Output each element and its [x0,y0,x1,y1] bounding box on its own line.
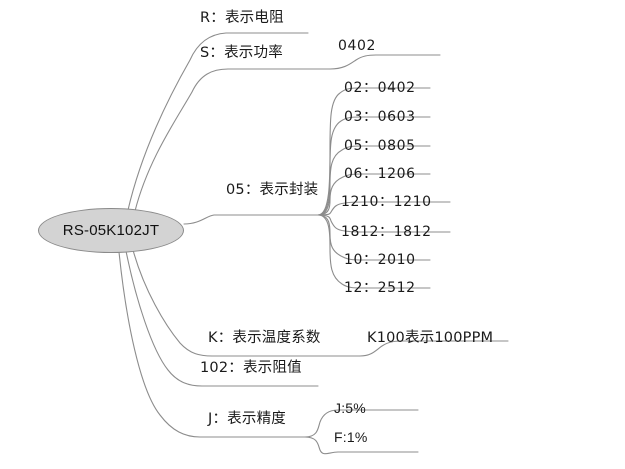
wire-package-to-12 [317,214,431,289]
wire-package-to-05 [317,145,431,216]
wire-package-to-1210 [317,201,451,216]
branch-label-tolerance[interactable]: J：表示精度 [208,411,286,427]
sub-label-tol-j[interactable]: J:5% [334,400,366,416]
sub-label-pkg-05[interactable]: 05：0805 [344,138,416,154]
branch-label-s[interactable]: S：表示功率 [200,45,283,61]
wire-root-to-s [134,68,331,212]
sub-label-pkg-1812[interactable]: 1812：1812 [341,224,432,240]
sub-label-pkg-02[interactable]: 02：0402 [344,80,416,96]
root-node-label: RS-05K102JT [62,222,160,239]
wire-j-to-5pct [304,409,419,438]
sub-label-pkg-1210[interactable]: 1210：1210 [341,194,432,210]
wire-root-to-k [132,249,361,357]
branch-label-package[interactable]: 05：表示封装 [226,182,319,198]
wire-package-to-06 [317,173,431,216]
root-node[interactable]: RS-05K102JT [38,208,184,253]
wire-package-to-10 [317,214,431,261]
sub-label-s-0402[interactable]: 0402 [338,38,377,54]
wire-package-to-02 [317,87,431,216]
sub-label-k100[interactable]: K100表示100PPM [367,330,494,346]
wire-package-to-1812 [317,214,451,233]
branch-label-r[interactable]: R：表示电阻 [200,10,284,26]
wire-root-to-r [127,32,309,211]
sub-label-pkg-12[interactable]: 12：2512 [344,280,416,296]
branch-label-k[interactable]: K：表示温度系数 [208,330,321,346]
wire-j-to-1pct [304,436,419,455]
wire-s-to-0402 [329,54,441,70]
wire-root-to-package [183,214,319,225]
sub-label-pkg-06[interactable]: 06：1206 [344,166,416,182]
wire-k-to-k100 [359,340,509,357]
sub-label-pkg-10[interactable]: 10：2010 [344,252,416,268]
sub-label-pkg-03[interactable]: 03：0603 [344,109,416,125]
wire-root-to-j [118,251,306,438]
wire-package-to-03 [317,116,431,216]
wire-root-to-102 [125,250,319,387]
sub-label-tol-f[interactable]: F:1% [334,429,368,445]
branch-label-resistance[interactable]: 102：表示阻值 [200,360,302,376]
